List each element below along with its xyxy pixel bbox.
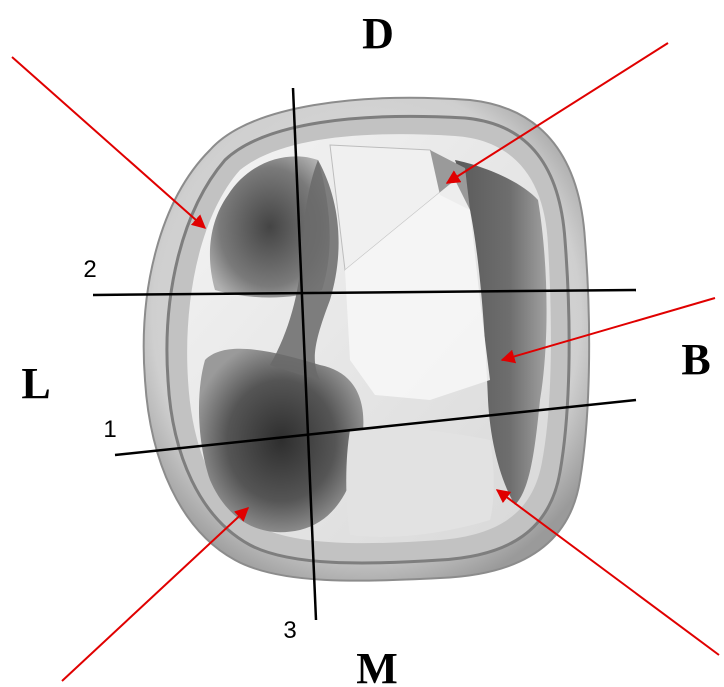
section-line-2-label: 2 <box>83 256 96 283</box>
section-line-1-label: 1 <box>103 416 116 443</box>
buccal-label: B <box>681 335 710 384</box>
arrow-mesiobuccal <box>497 490 719 655</box>
section-line-3-label: 3 <box>283 617 296 644</box>
mesial-ridge <box>346 428 494 537</box>
arrow-mesiolingual <box>62 508 248 681</box>
lingual-label: L <box>21 359 50 408</box>
mesial-label: M <box>356 644 398 687</box>
distal-label: D <box>362 9 394 58</box>
arrow-distolingual <box>12 57 205 228</box>
